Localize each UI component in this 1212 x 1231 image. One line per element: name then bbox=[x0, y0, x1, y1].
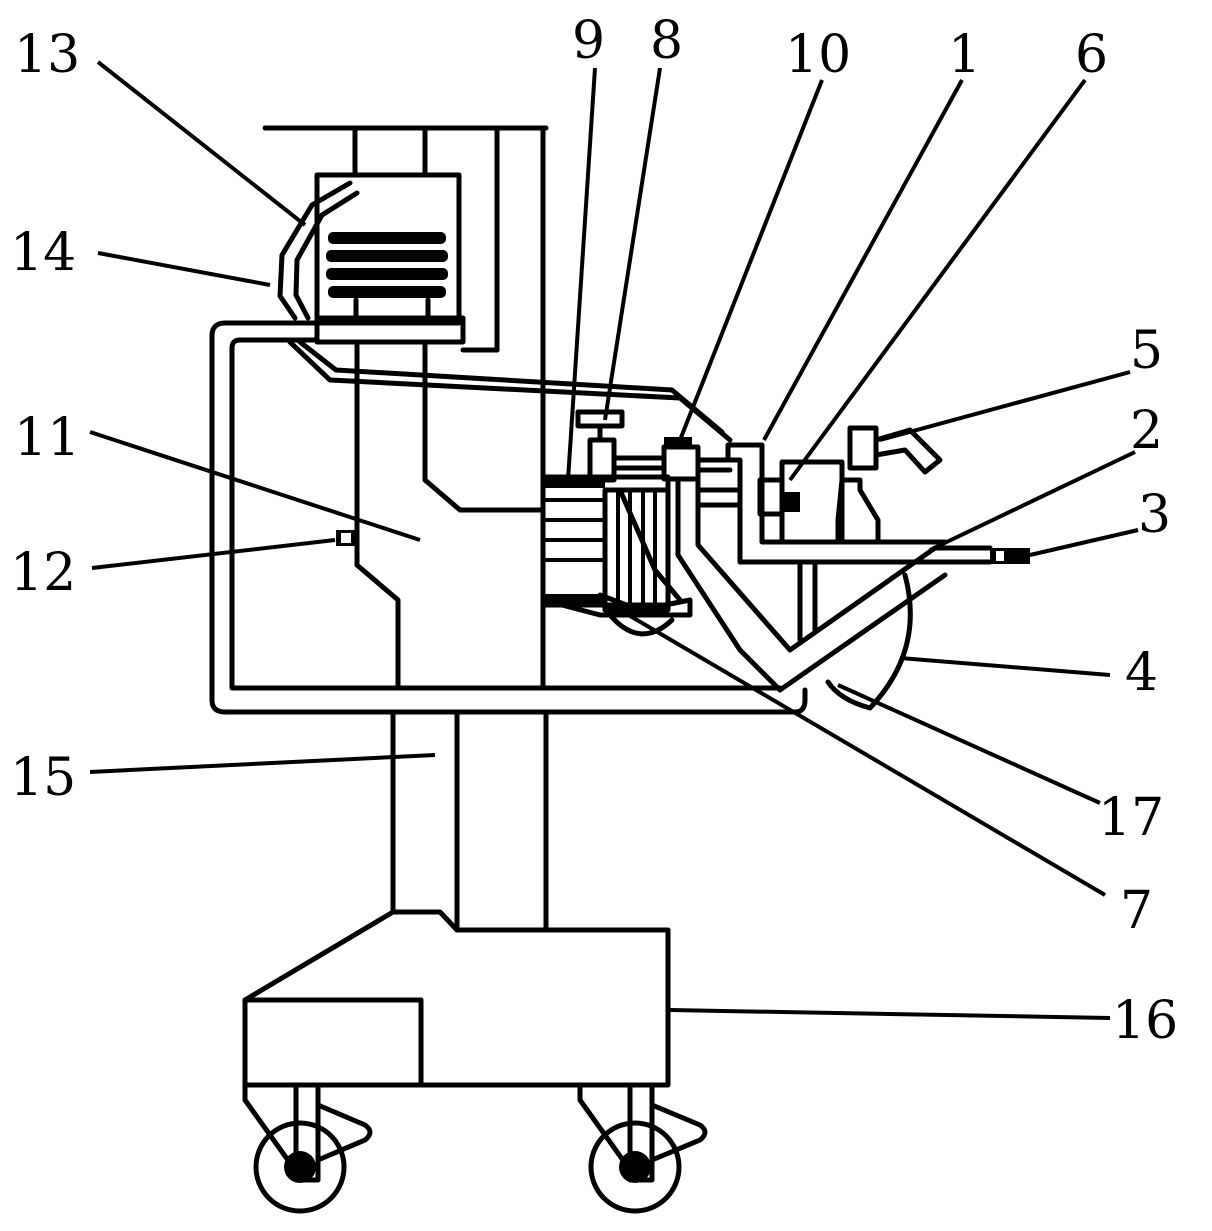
label-10: 10 bbox=[785, 25, 851, 85]
label-3: 3 bbox=[1138, 485, 1171, 545]
wheel-left bbox=[245, 1085, 370, 1211]
stand-post bbox=[393, 712, 546, 930]
inner-block bbox=[336, 342, 543, 688]
label-8: 8 bbox=[650, 11, 683, 71]
label-11: 11 bbox=[14, 408, 80, 468]
label-16: 16 bbox=[1112, 991, 1178, 1051]
label-6: 6 bbox=[1075, 25, 1108, 85]
label-12: 12 bbox=[10, 543, 76, 603]
top-mast bbox=[265, 128, 546, 475]
part-labels: 13 14 11 12 15 9 8 10 1 6 5 2 3 4 17 7 1… bbox=[10, 11, 1178, 1051]
humidifier-bottle bbox=[760, 428, 940, 542]
wheel-right bbox=[580, 1085, 705, 1211]
breathing-tube bbox=[620, 480, 990, 690]
label-1: 1 bbox=[948, 25, 981, 85]
bellows-housing bbox=[317, 175, 463, 342]
label-17: 17 bbox=[1098, 788, 1164, 848]
label-9: 9 bbox=[572, 11, 605, 71]
label-4: 4 bbox=[1125, 643, 1158, 703]
label-14: 14 bbox=[10, 223, 76, 283]
label-13: 13 bbox=[14, 25, 80, 85]
valve-module bbox=[543, 477, 690, 634]
label-7: 7 bbox=[1120, 881, 1153, 941]
base-cart bbox=[245, 912, 668, 1085]
sensor-10 bbox=[614, 437, 730, 479]
label-5: 5 bbox=[1130, 321, 1163, 381]
label-15: 15 bbox=[10, 748, 76, 808]
leader-lines bbox=[90, 62, 1138, 1018]
label-2: 2 bbox=[1130, 401, 1163, 461]
